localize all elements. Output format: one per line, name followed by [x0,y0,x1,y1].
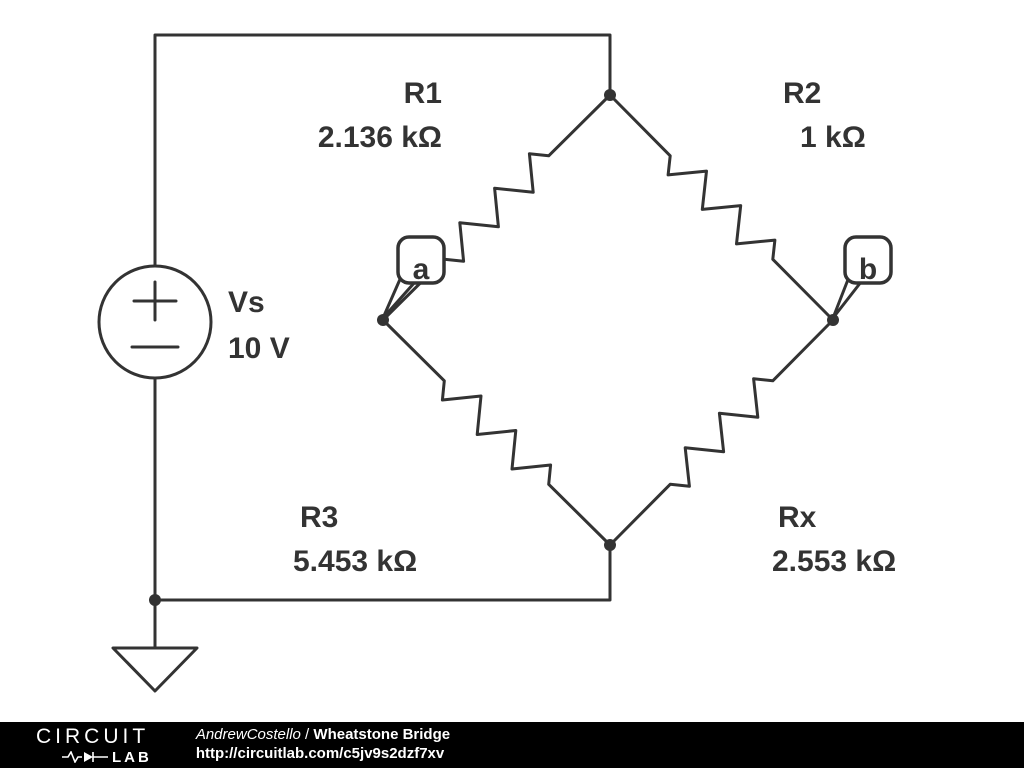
attribution-line: AndrewCostello / Wheatstone Bridge [196,726,450,745]
circuitlab-logo: CIRCUIT LAB [36,726,152,765]
schematic-url: http://circuitlab.com/c5jv9s2dzf7xv [195,745,445,762]
logo-lab-row: LAB [36,750,152,765]
node-tag-b-label: b [859,253,877,286]
diode-waveform-icon [62,751,108,763]
node-tag-a-label: a [413,253,430,286]
node-tag-a-box [396,235,446,285]
node-tag-b-pointer [831,275,863,320]
resistor-rx-symbol [608,318,835,547]
wire-bottom-loop [153,376,612,602]
r3-value-label: 5.453 kΩ [293,545,417,578]
ground-symbol [111,598,199,693]
r3-name-label: R3 [300,501,338,534]
logo-lab-text: LAB [112,748,152,766]
node-dot-bottom [604,539,616,551]
logo-circuit-text: CIRCUIT [36,724,150,748]
footer-bar: CIRCUIT LAB AndrewCostello / Wheatstone … [0,722,1024,768]
vs-value-label: 10 V [228,332,290,365]
plus-sign-icon [132,280,178,322]
node-tag-a-pointer [381,275,417,320]
node-dot-a [377,314,389,326]
r2-name-label: R2 [783,77,821,110]
r1-value-label: 2.136 kΩ [318,121,442,154]
resistor-r1-symbol [381,93,612,322]
r2-value-label: 1 kΩ [800,121,866,154]
voltage-source-symbol [97,264,213,380]
wire-top-loop [153,33,612,268]
schematic-canvas: a b Vs 10 V R1 2.136 kΩ R2 1 kΩ R3 5.453… [97,33,896,693]
attribution-block: AndrewCostello / Wheatstone Bridge http:… [196,726,450,764]
resistor-r3-symbol [381,318,612,547]
node-dot-ground-junction [149,594,161,606]
r1-name-label: R1 [404,77,442,110]
schematic-title: Wheatstone Bridge [313,726,451,744]
author-name: AndrewCostello [195,726,301,744]
vs-name-label: Vs [228,286,265,319]
resistor-r2-symbol [608,93,835,322]
node-dot-b [827,314,839,326]
rx-name-label: Rx [778,501,817,534]
author-title-separator: / [300,726,314,744]
rx-value-label: 2.553 kΩ [772,545,896,578]
node-dot-top [604,89,616,101]
node-tag-b-box [843,235,893,285]
